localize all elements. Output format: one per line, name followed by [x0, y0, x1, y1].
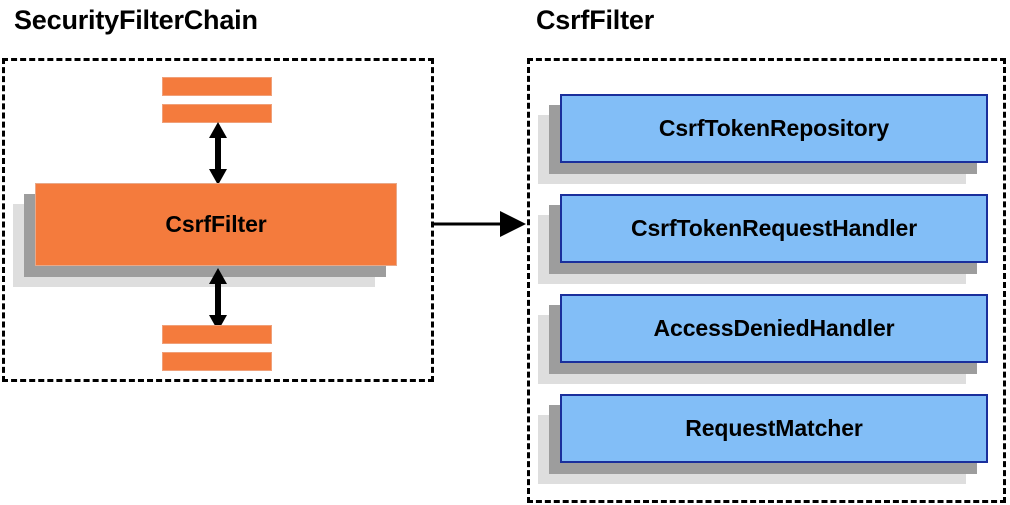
collaborator-node-label: CsrfTokenRepository: [658, 115, 890, 141]
csrf-filter-group-box: [527, 58, 1006, 503]
collaborator-node-label: AccessDeniedHandler: [653, 315, 895, 341]
collaborator-node-csrf-token-repository[interactable]: CsrfTokenRepository: [538, 94, 988, 184]
filter-stub-bar-top-1: [162, 77, 272, 96]
collaborator-node-request-matcher[interactable]: RequestMatcher: [538, 394, 988, 484]
node-face: CsrfFilter: [35, 183, 397, 266]
node-face: CsrfTokenRequestHandler: [560, 194, 988, 263]
collaborator-node-label: RequestMatcher: [685, 415, 863, 441]
node-face: CsrfTokenRepository: [560, 94, 988, 163]
node-face: RequestMatcher: [560, 394, 988, 463]
security-filter-chain-group-box: [2, 58, 434, 382]
bidirectional-arrow-bottom: [209, 268, 227, 331]
csrf-filter-node-label: CsrfFilter: [165, 211, 267, 237]
node-face: AccessDeniedHandler: [560, 294, 988, 363]
collaborator-node-access-denied-handler[interactable]: AccessDeniedHandler: [538, 294, 988, 384]
bidirectional-arrow-top: [209, 122, 227, 185]
page-title-csrf-filter: CsrfFilter: [536, 5, 655, 35]
page-title-security-filter-chain: SecurityFilterChain: [14, 5, 258, 35]
filter-stub-bar-bottom-2: [162, 352, 272, 371]
collaborator-node-label: CsrfTokenRequestHandler: [630, 215, 918, 241]
panel-connector-arrow: [432, 211, 526, 237]
collaborator-node-csrf-token-request-handler[interactable]: CsrfTokenRequestHandler: [538, 194, 988, 284]
filter-stub-bar-top-2: [162, 104, 272, 123]
filter-stub-bar-bottom-1: [162, 325, 272, 344]
csrf-filter-node[interactable]: CsrfFilter: [13, 183, 397, 287]
